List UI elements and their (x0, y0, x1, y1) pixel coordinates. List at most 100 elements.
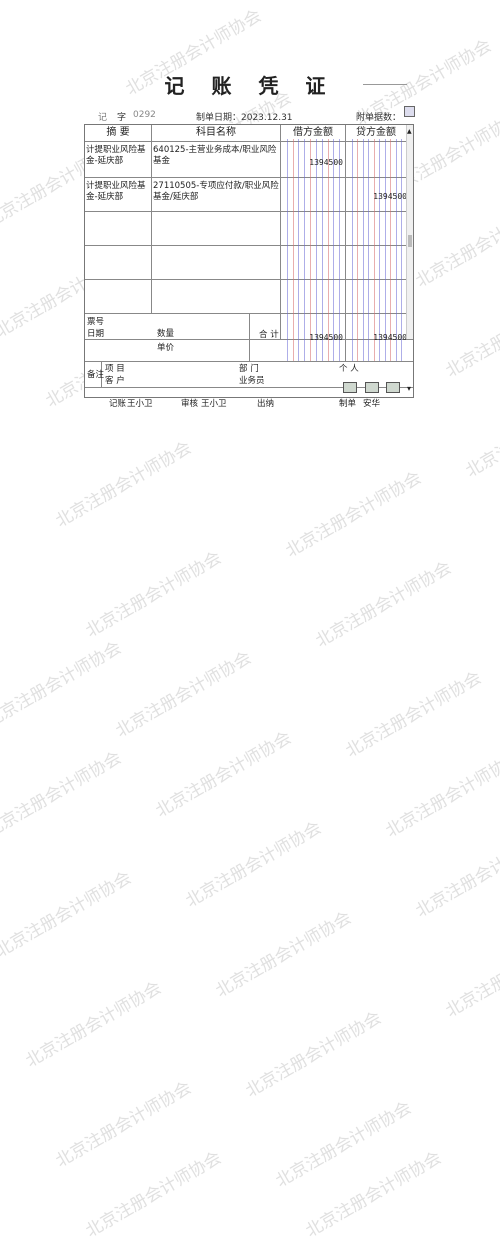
scroll-up-icon[interactable]: ▲ (407, 128, 412, 135)
vertical-scrollbar[interactable]: ▲ (406, 125, 413, 339)
watermark-text: 北京注册会计师协会 (302, 1147, 446, 1242)
grid-line (85, 387, 413, 388)
image-icon[interactable] (365, 382, 379, 393)
row-debit[interactable]: 1394500 (309, 158, 343, 167)
voucher-zi: 字 (117, 113, 127, 123)
bookkeeper-label: 记账 (109, 399, 127, 409)
reviewer-name: 王小卫 (201, 399, 227, 409)
scroll-thumb[interactable] (408, 235, 412, 247)
unit-price-label: 单价 (157, 343, 175, 353)
digit-column-line (351, 139, 353, 361)
grid-line (151, 125, 152, 313)
header-debit: 借方金额 (293, 127, 333, 138)
digit-column-line (286, 139, 288, 361)
date-label: 日期 (87, 329, 105, 339)
digit-column-line (373, 139, 375, 361)
watermark-text: 北京注册会计师协会 (442, 287, 500, 382)
grid-line (345, 125, 346, 361)
grid-line (85, 361, 413, 362)
cashier-label: 出纳 (257, 399, 275, 409)
attachment-view-icon[interactable] (343, 382, 357, 393)
watermark-text: 北京注册会计师协会 (212, 907, 356, 1002)
quantity-label: 数量 (157, 329, 175, 339)
title-rule (363, 84, 407, 85)
digit-column-line (395, 139, 397, 361)
digit-column-line (357, 139, 359, 361)
total-label: 合 计 (259, 330, 279, 340)
grid-line (85, 313, 407, 314)
voucher-number[interactable]: 0292 (133, 110, 156, 120)
voucher-title: 记 账 凭 证 (164, 74, 336, 98)
header-summary: 摘 要 (106, 127, 130, 138)
digit-column-line (384, 139, 386, 361)
ticket-number-label: 票号 (87, 317, 105, 327)
row-summary[interactable]: 计提职业风险基金-延庆部 (86, 145, 146, 166)
voucher-table: 摘 要 科目名称 借方金额 贷方金额 计提职业风险基金-延庆部 640125-主… (84, 124, 414, 409)
watermark-text: 北京注册会计师协会 (82, 1147, 226, 1242)
total-debit: 1394500 (309, 333, 343, 342)
digit-column-line (304, 139, 306, 361)
digit-column-line (401, 139, 403, 361)
watermark-text: 北京注册会计师协会 (182, 817, 326, 912)
watermark-text: 北京注册会计师协会 (0, 867, 136, 962)
watermark-text: 北京注册会计师协会 (312, 557, 456, 652)
row-account[interactable]: 640125-主营业务成本/职业风险基金 (153, 145, 277, 166)
digit-column-line (368, 139, 370, 361)
digit-column-line (315, 139, 317, 361)
watermark-text: 北京注册会计师协会 (22, 977, 166, 1072)
project-label: 项 目 (105, 364, 125, 374)
digit-column-line (339, 139, 341, 361)
digit-column-line (379, 139, 381, 361)
preparer-label: 制单 (339, 399, 357, 409)
grid-line (85, 177, 407, 178)
watermark-text: 北京注册会计师协会 (82, 547, 226, 642)
reviewer-label: 审核 (181, 399, 199, 409)
watermark-text: 北京注册会计师协会 (0, 747, 126, 842)
digit-column-line (298, 139, 300, 361)
grid-line (85, 279, 407, 280)
watermark-text: 北京注册会计师协会 (152, 727, 296, 822)
watermark-text: 北京注册会计师协会 (382, 747, 500, 842)
digit-column-line (333, 139, 335, 361)
preview-icon[interactable] (386, 382, 400, 393)
grid-line (101, 361, 102, 387)
digit-column-line (292, 139, 294, 361)
digit-column-line (362, 139, 364, 361)
grid-line (85, 211, 407, 212)
salesman-label: 业务员 (239, 376, 265, 386)
dropdown-arrow-icon[interactable]: ▾ (407, 384, 412, 393)
personal-label: 个 人 (339, 364, 359, 374)
row-account[interactable]: 27110505-专项应付款/职业风险基金/延庆部 (153, 181, 279, 202)
digit-column-line (310, 139, 312, 361)
voucher-type: 记 (98, 113, 108, 123)
prepare-date[interactable]: 制单日期：2023.12.31 (196, 113, 293, 123)
grid-line (85, 141, 407, 142)
watermark-text: 北京注册会计师协会 (282, 467, 426, 562)
row-summary[interactable]: 计提职业风险基金-延庆部 (86, 181, 146, 202)
remark-label: 备注 (87, 370, 105, 380)
digit-column-line (390, 139, 392, 361)
attachment-icon[interactable] (404, 106, 415, 117)
watermark-text: 北京注册会计师协会 (272, 1097, 416, 1192)
watermark-text: 北京注册会计师协会 (52, 1077, 196, 1172)
digit-column-line (327, 139, 329, 361)
total-credit: 1394500 (373, 333, 407, 342)
watermark-text: 北京注册会计师协会 (442, 927, 500, 1022)
grid-line (85, 245, 407, 246)
row-credit[interactable]: 1394500 (373, 192, 407, 201)
watermark-text: 北京注册会计师协会 (242, 1007, 386, 1102)
bookkeeper-name: 王小卫 (127, 399, 153, 409)
watermark-text: 北京注册会计师协会 (462, 387, 500, 482)
grid-line (249, 313, 250, 361)
preparer-name: 安华 (363, 399, 381, 409)
attachment-count-label: 附单据数： (356, 113, 402, 123)
customer-label: 客 户 (105, 376, 125, 386)
watermark-text: 北京注册会计师协会 (112, 647, 256, 742)
watermark-text: 北京注册会计师协会 (412, 827, 500, 922)
watermark-text: 北京注册会计师协会 (342, 667, 486, 762)
department-label: 部 门 (239, 364, 259, 374)
watermark-text: 北京注册会计师协会 (412, 197, 500, 292)
header-account: 科目名称 (196, 127, 236, 138)
grid-line (280, 125, 281, 339)
digit-column-line (321, 139, 323, 361)
